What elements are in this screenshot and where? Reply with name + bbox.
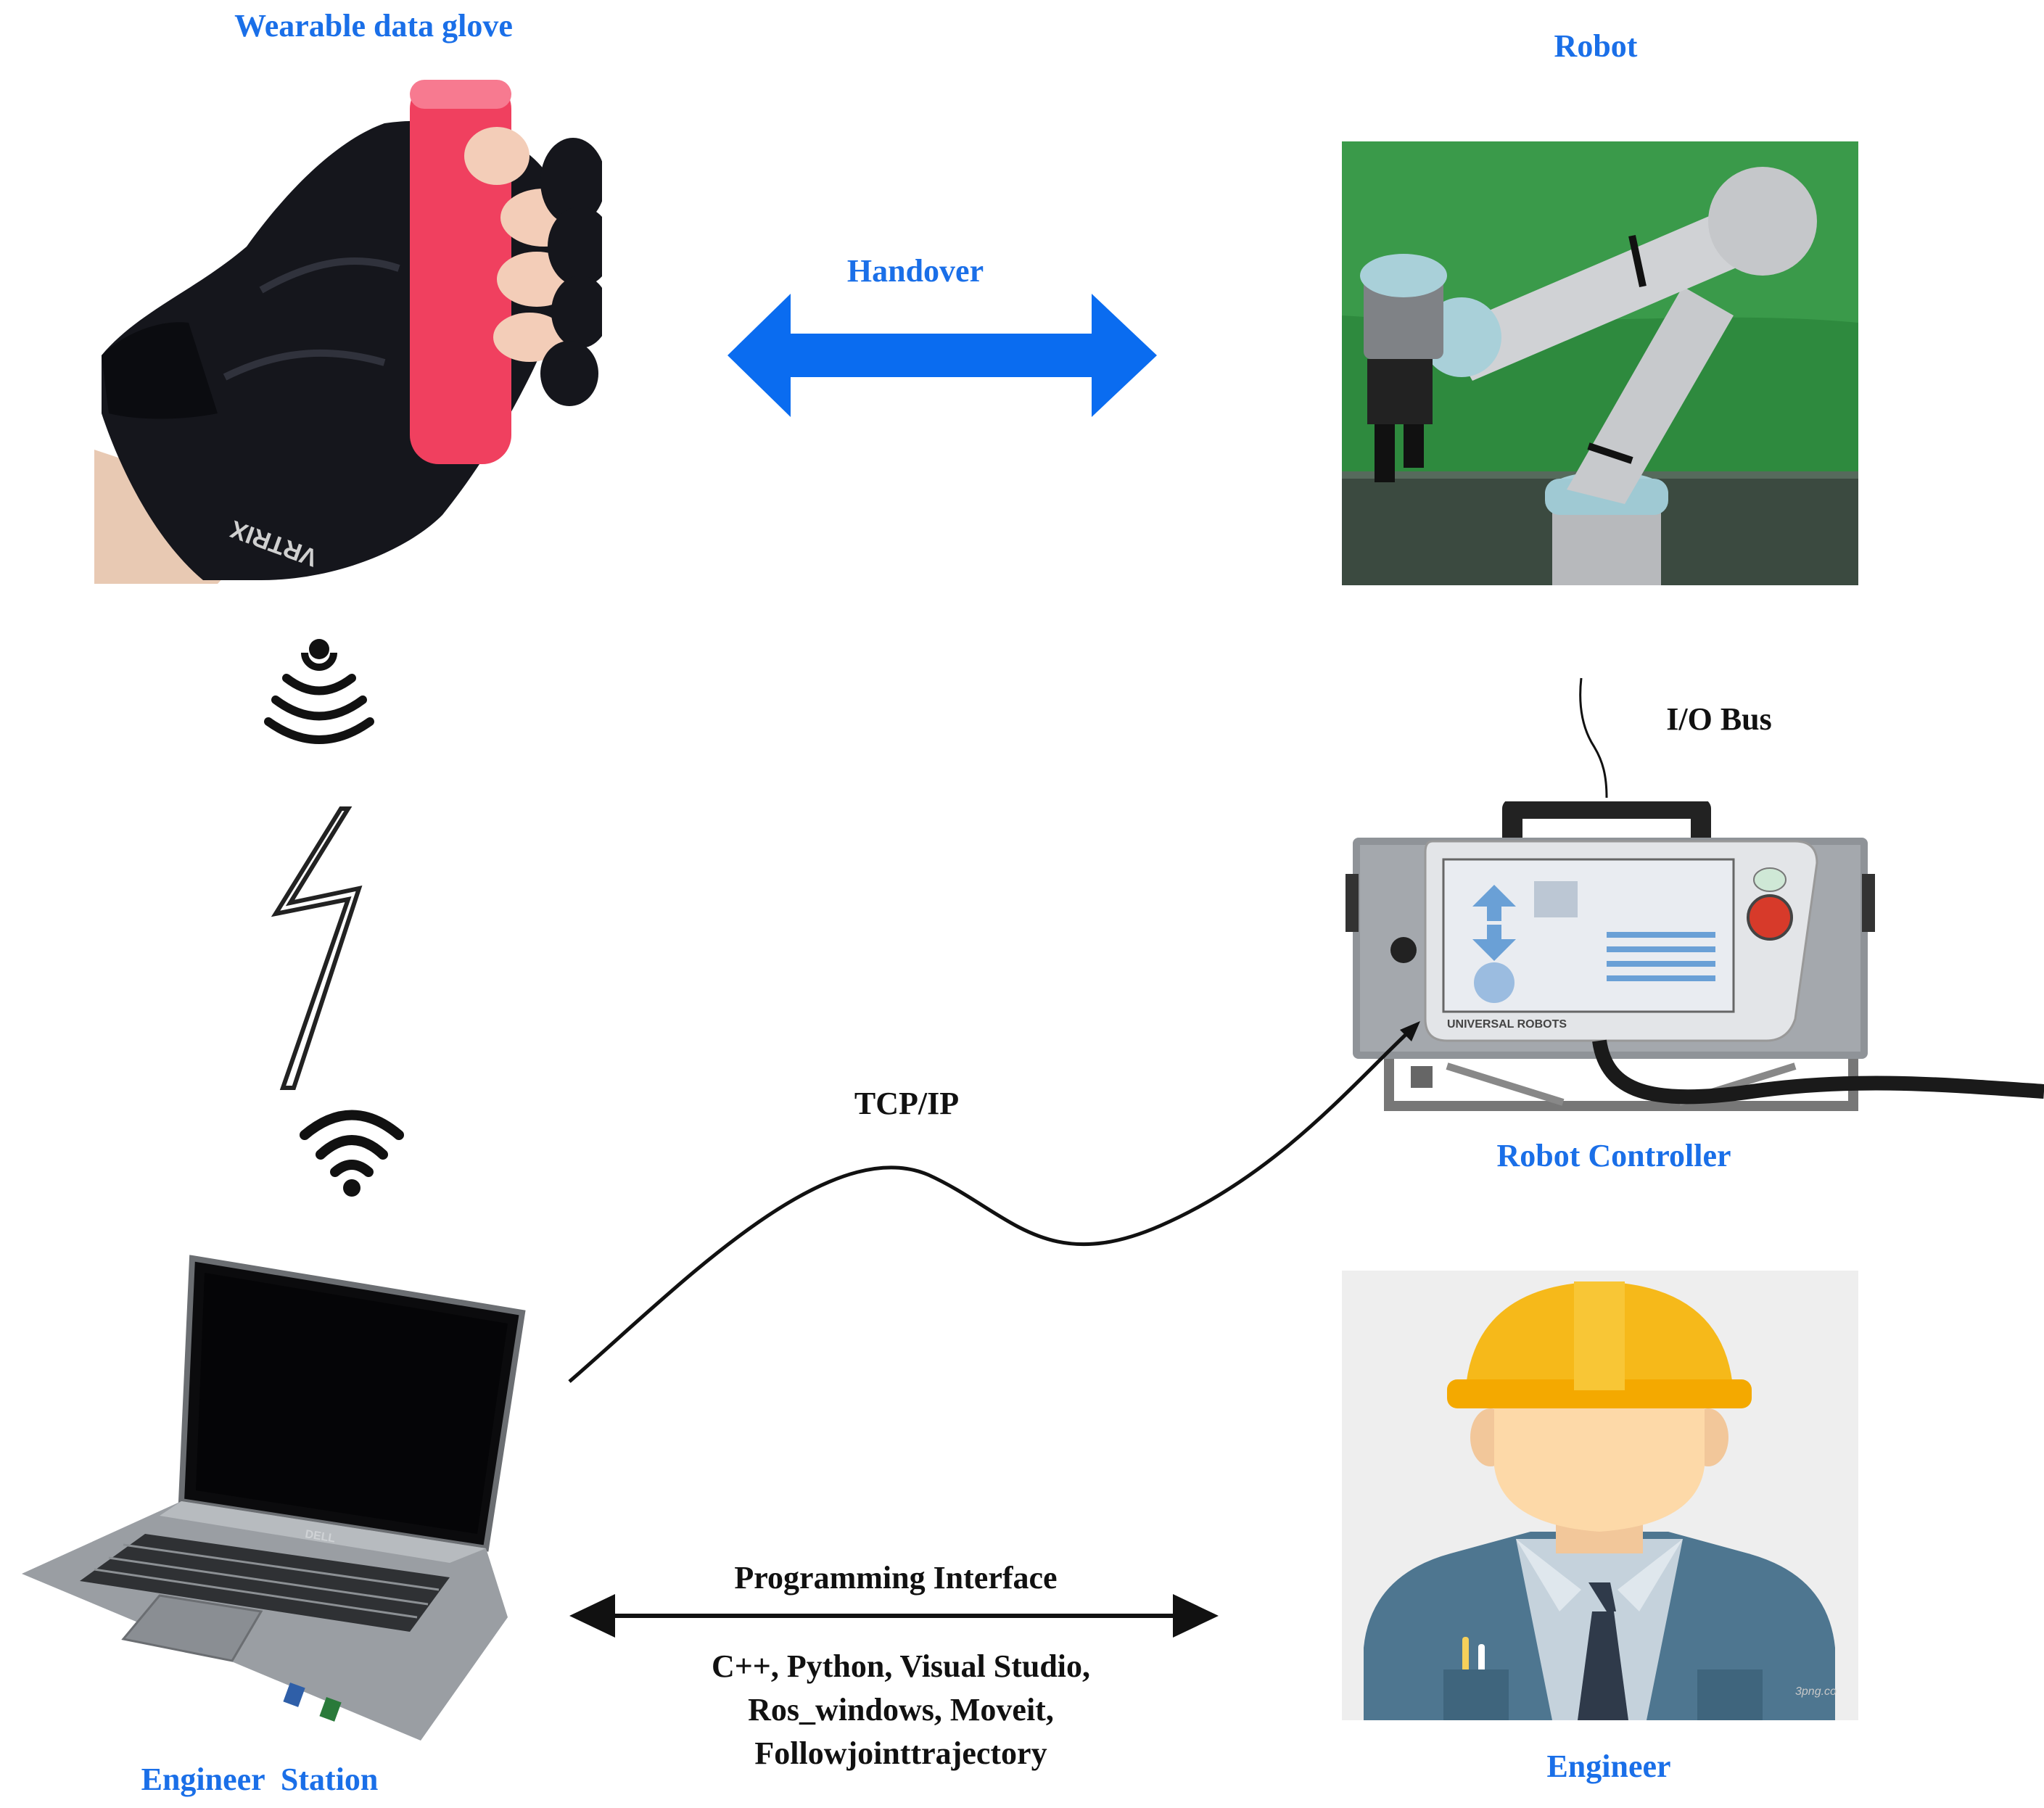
controller-brand-text: UNIVERSAL ROBOTS [1447, 1018, 1567, 1031]
code-tools-list: C++, Python, Visual Studio, Ros_windows,… [712, 1645, 1090, 1775]
glove-label: Wearable data glove [234, 8, 513, 44]
glove-photo: VRTRIX [94, 73, 602, 584]
code-line: Ros_windows, Moveit, [748, 1692, 1054, 1727]
robot-controller-label: Robot Controller [1496, 1138, 1731, 1173]
tcp-ip-label: TCP/IP [854, 1086, 960, 1121]
engineer-station-label: Engineer Station [141, 1762, 379, 1797]
wifi-icon [297, 1102, 406, 1197]
programming-interface-label: Programming Interface [734, 1560, 1058, 1596]
robot-label: Robot [1554, 28, 1638, 64]
handover-label: Handover [846, 253, 984, 289]
laptop-brand-text: DELL [304, 1528, 336, 1545]
engineer-watermark: 3png.co [1795, 1685, 1837, 1698]
code-line: C++, Python, Visual Studio, [711, 1648, 1091, 1684]
io-bus-label: I/O Bus [1666, 701, 1772, 737]
engineer-label: Engineer [1546, 1749, 1671, 1784]
robot-photo [1342, 141, 1858, 585]
lightning-bolt-icon [268, 805, 363, 1095]
engineer-illustration: 3png.co [1342, 1271, 1858, 1720]
robot-controller-photo: UNIVERSAL ROBOTS [1346, 801, 2044, 1120]
laptop-photo: DELL [15, 1255, 537, 1748]
code-line: Followjointtrajectory [754, 1735, 1047, 1771]
signal-waves-icon [261, 638, 377, 747]
